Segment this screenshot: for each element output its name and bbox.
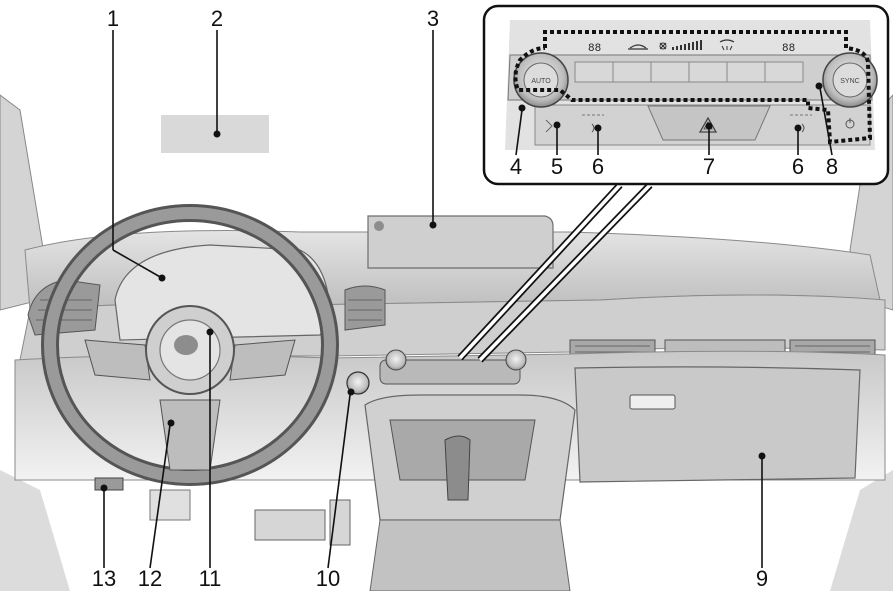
center-display [367,215,554,269]
climate-strip-small [379,349,527,385]
auto-label: AUTO [531,78,551,85]
sync-label: SYNC [840,78,859,85]
callout-6-right: 6 [792,154,804,179]
head-up-display-area [161,115,269,153]
fan-icon [659,42,667,50]
recirculation-icon [628,44,648,50]
callout-labels: 1 2 3 4 5 6 7 6 8 9 10 11 12 13 [92,6,838,591]
hood-release [94,477,124,491]
callout-3: 3 [427,6,439,31]
start-button [346,371,370,395]
callout-1: 1 [107,6,119,31]
callout-11: 11 [199,566,222,591]
leader-lines [100,30,833,569]
defrost-icon [719,39,735,51]
callout-5: 5 [551,154,563,179]
auto-knob: AUTO [513,52,569,108]
right-temp-display: 88 [782,43,795,55]
callout-12: 12 [138,566,162,591]
fan-level-bar [672,40,702,50]
seat-heater-icon [582,114,812,133]
callout-4: 4 [510,154,522,179]
left-temp-display: 88 [588,43,601,55]
climate-panel-inset: 88 88 AUTO [482,4,890,186]
dotted-outline [513,30,873,145]
inset-connector [457,182,653,363]
callout-10: 10 [316,566,340,591]
pedals [149,489,351,546]
callout-9: 9 [756,566,768,591]
callout-13: 13 [92,566,116,591]
sync-knob: SYNC [822,52,878,108]
glove-box [574,366,861,483]
callout-6-left: 6 [592,154,604,179]
callout-2: 2 [211,6,223,31]
callout-8: 8 [826,154,838,179]
left-control-icon [545,119,553,133]
callout-7: 7 [703,154,715,179]
power-icon [845,118,855,129]
